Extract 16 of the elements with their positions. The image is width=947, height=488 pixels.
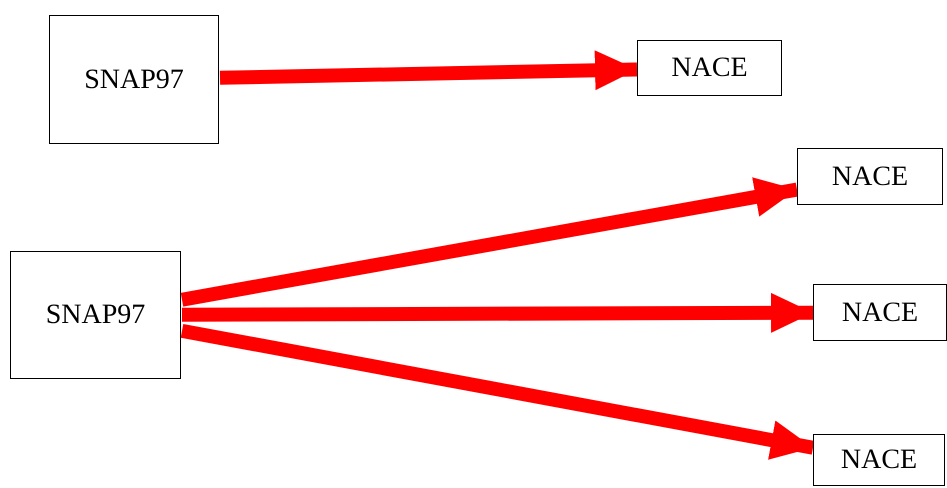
label-box bbox=[813, 284, 947, 341]
label-box bbox=[49, 15, 219, 144]
arrow bbox=[180, 177, 798, 307]
node-label: NACE bbox=[832, 160, 908, 192]
arrow bbox=[180, 324, 814, 460]
label-box bbox=[797, 148, 943, 205]
label-box bbox=[813, 434, 945, 486]
node-label: SNAP97 bbox=[46, 299, 146, 331]
arrow bbox=[220, 50, 638, 90]
node-label: NACE bbox=[671, 52, 748, 84]
node-label: NACE bbox=[842, 296, 918, 328]
label-box bbox=[10, 251, 181, 379]
arrow bbox=[182, 292, 814, 333]
label-box bbox=[637, 40, 782, 96]
node-label: SNAP97 bbox=[84, 64, 184, 96]
node-label: NACE bbox=[840, 444, 918, 476]
